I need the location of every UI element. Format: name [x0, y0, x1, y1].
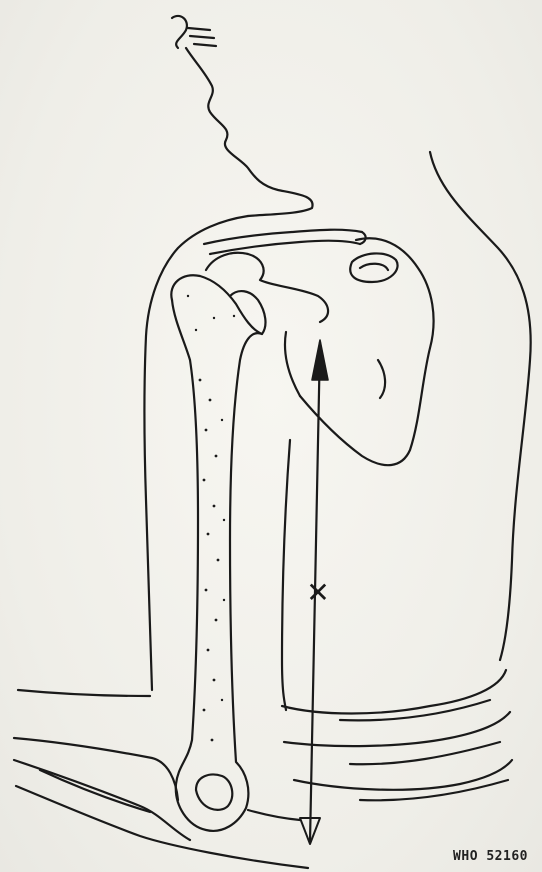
ear-sketch — [172, 16, 216, 48]
belt-outline — [282, 670, 512, 800]
back-outline — [430, 152, 531, 660]
neck-profile-outline — [186, 48, 313, 216]
forearm-outline — [14, 690, 308, 868]
scapula-bone — [285, 238, 434, 465]
plate-id-label: WHO 52160 — [453, 849, 528, 864]
inner-arm-line — [282, 440, 290, 710]
humerus-head — [171, 275, 265, 334]
midpoint-marker: ✕ — [305, 578, 331, 608]
humerus-bone — [172, 300, 262, 831]
bone-stippling — [187, 295, 235, 742]
clavicle-bone — [204, 230, 366, 254]
acromion-process — [206, 253, 328, 322]
arrowhead-top — [312, 340, 328, 380]
